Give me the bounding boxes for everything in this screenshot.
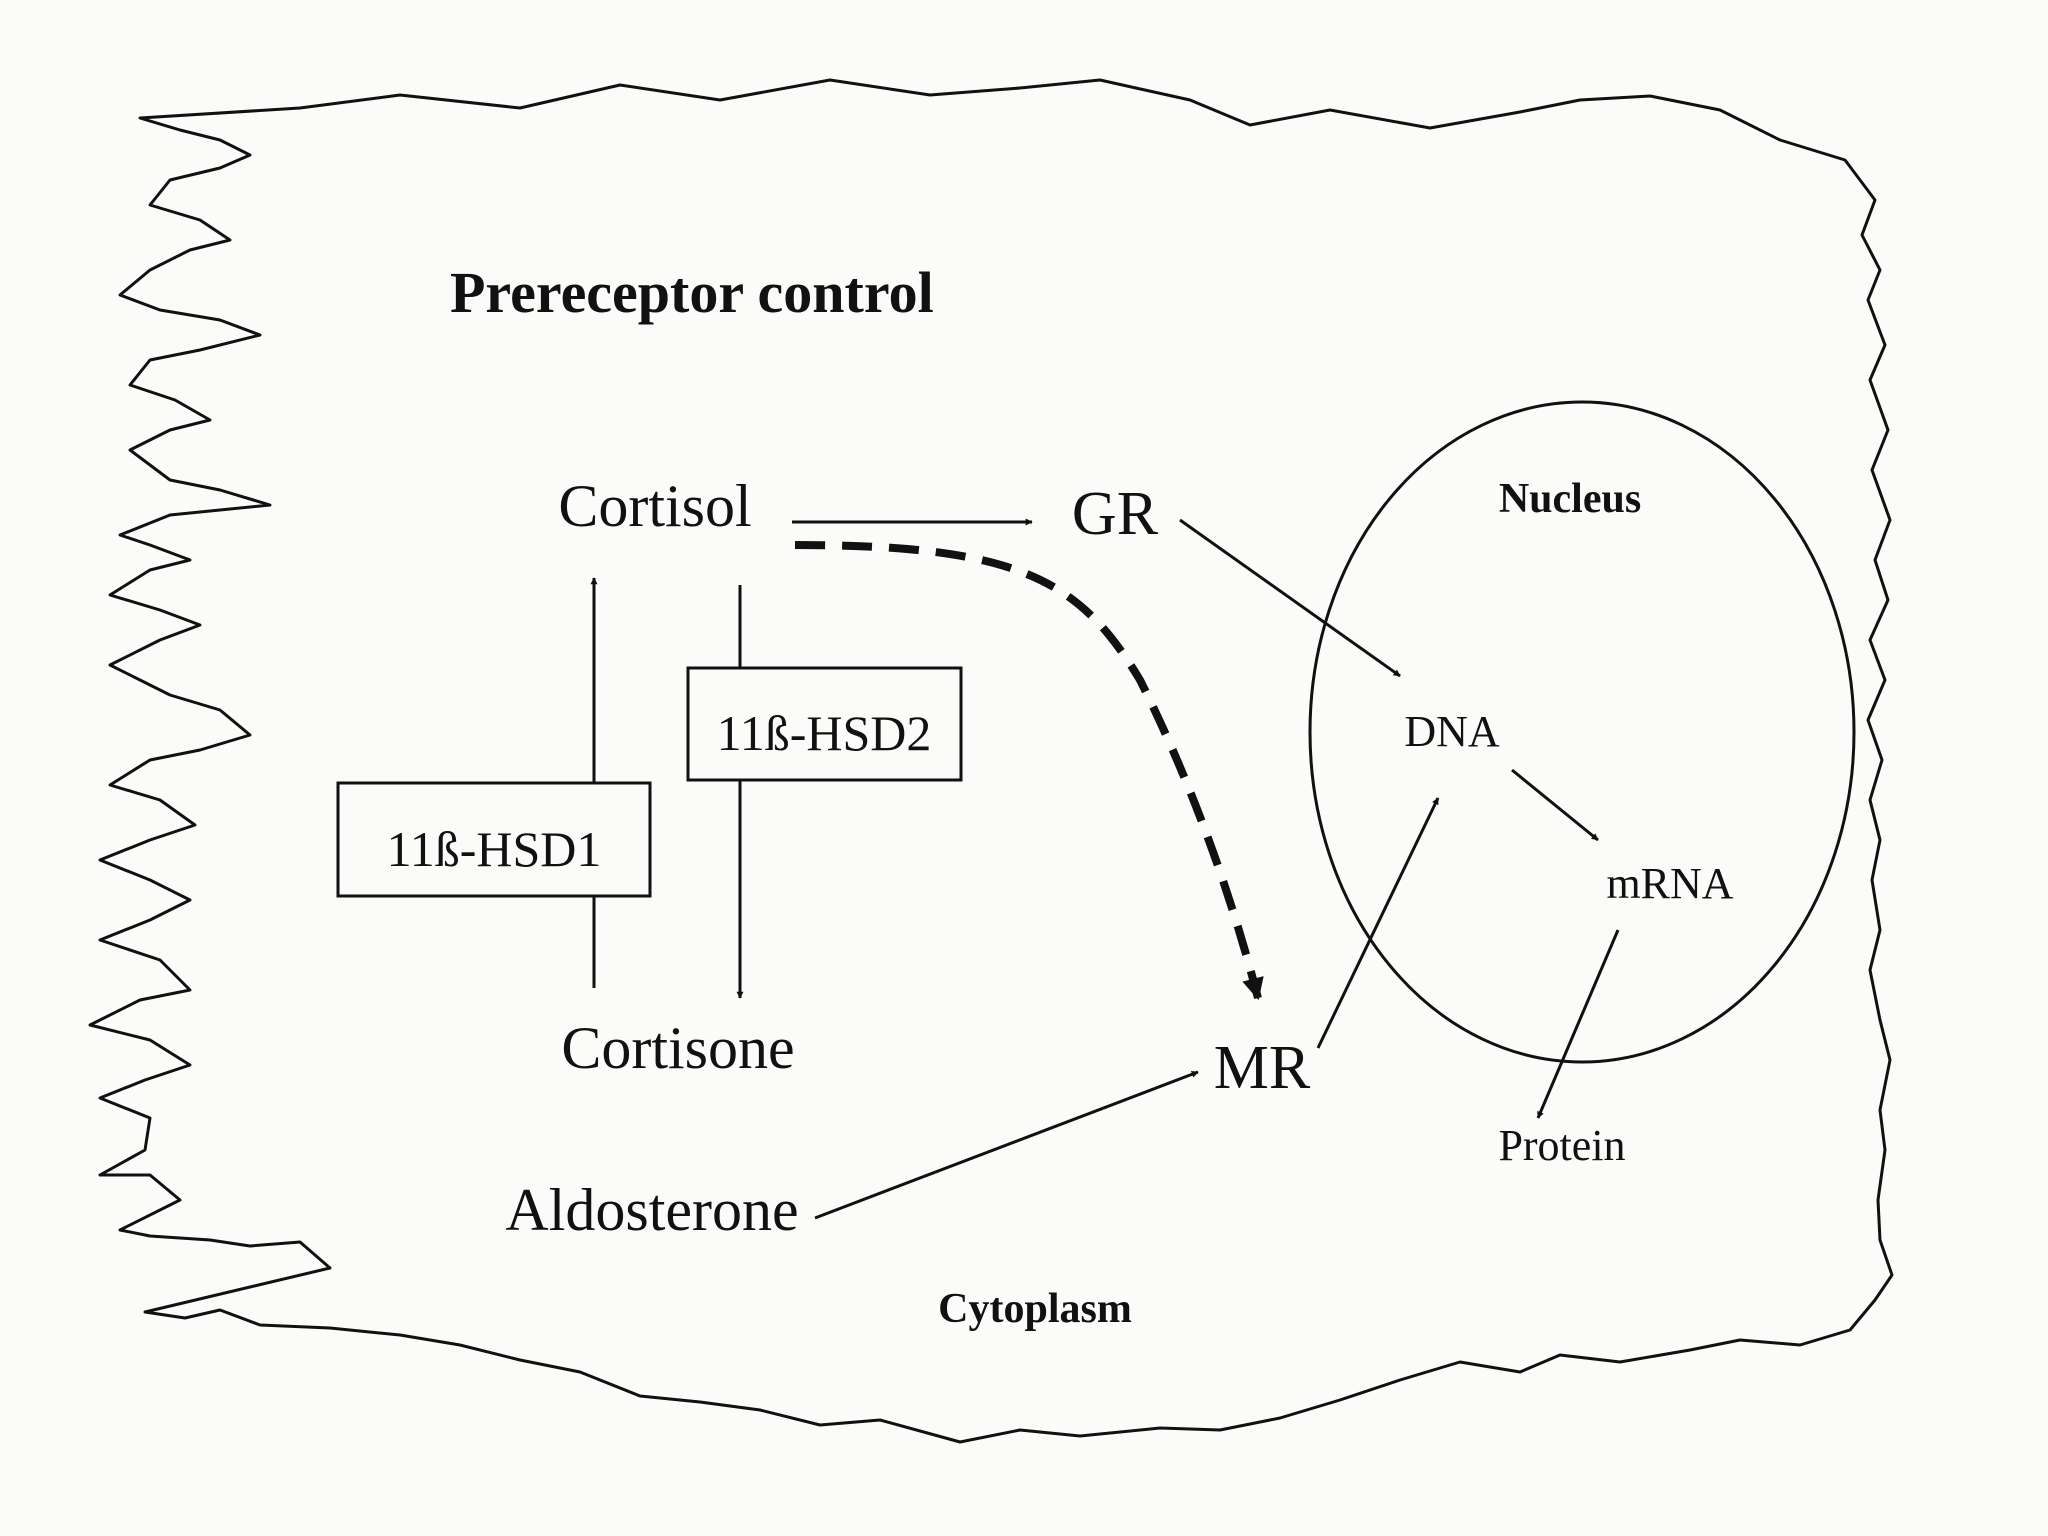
arrow-gr-to-dna [1179,518,1401,678]
node-cortisone: Cortisone [561,1015,794,1081]
nucleus-label: Nucleus [1499,476,1641,522]
arrow-aldosterone-to-mr [814,1070,1199,1220]
enzyme-box-hsd1 [336,781,652,898]
node-cortisol: Cortisol [558,473,751,539]
enzyme-box-hsd2 [686,666,963,782]
enzyme-label-hsd2: 11ß-HSD2 [717,705,932,761]
cytoplasm-label: Cytoplasm [938,1286,1132,1332]
node-mrna: mRNA [1606,859,1733,908]
arrow-cortisol-to-mr-dashed [794,541,1264,1001]
node-dna: DNA [1404,707,1500,756]
diagram-title: Prereceptor control [450,260,934,325]
arrow-dna-to-mrna [1511,768,1599,842]
cell-membrane-outline [88,78,1894,1444]
node-mr: MR [1214,1034,1311,1102]
node-gr: GR [1072,480,1159,548]
node-aldosterone: Aldosterone [505,1177,798,1243]
nucleus-membrane [1308,400,1856,1064]
enzyme-label-hsd1: 11ß-HSD1 [387,821,602,877]
arrow-mrna-to-protein [1536,929,1620,1119]
node-protein: Protein [1498,1121,1625,1170]
arrow-mr-to-dna [1316,797,1440,1049]
